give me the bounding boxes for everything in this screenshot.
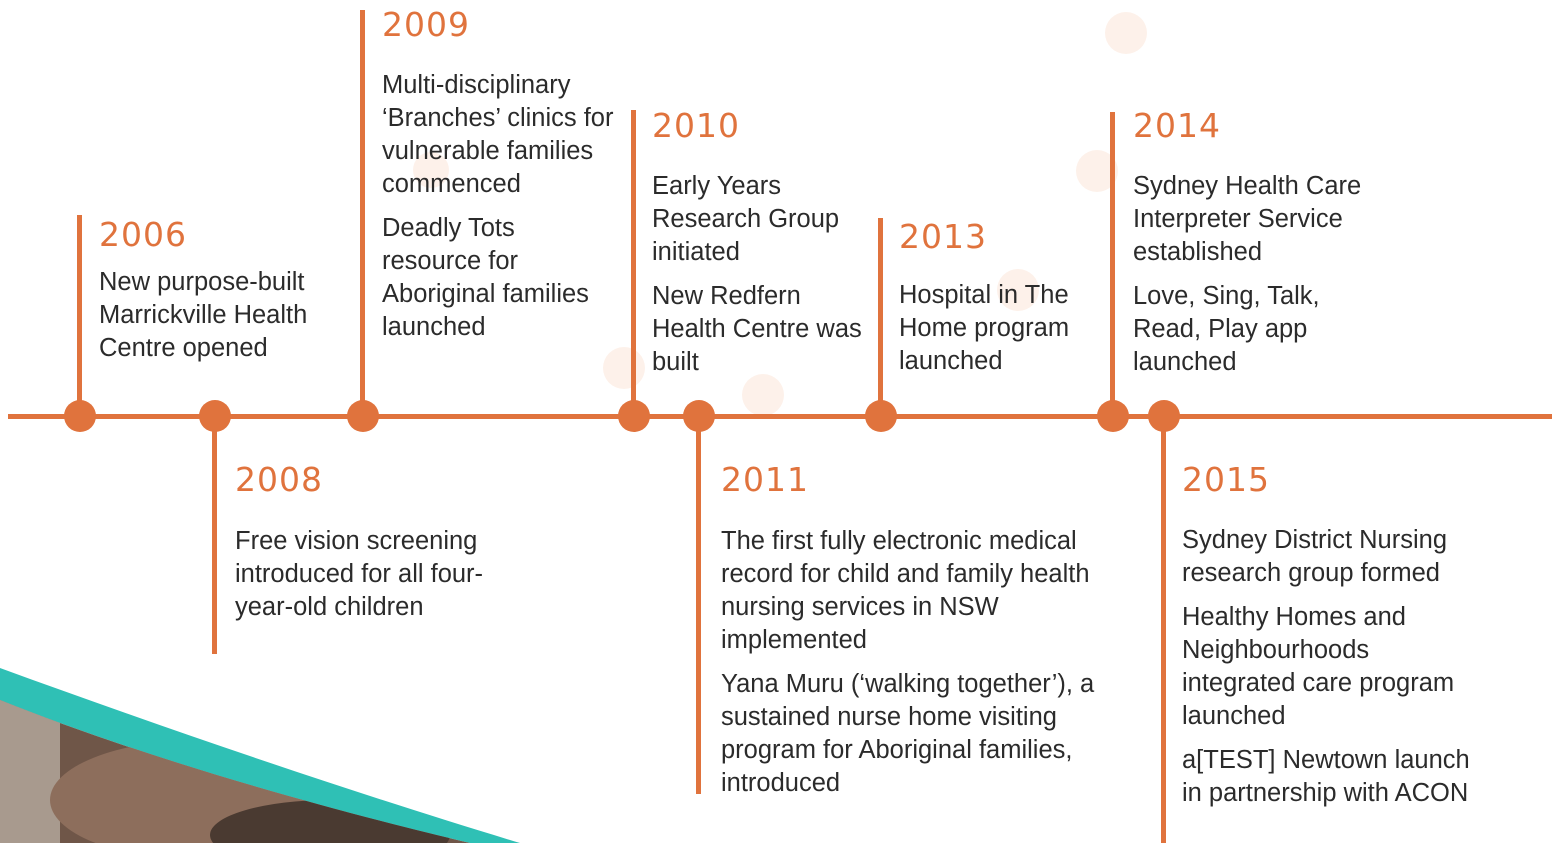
timeline-dot-2014 (1097, 400, 1129, 432)
event-text: Hospital in The Home program launched (899, 281, 1070, 375)
event-year: 2014 (1133, 106, 1221, 145)
event-year: 2015 (1182, 460, 1270, 499)
event-year: 2011 (721, 460, 809, 499)
event-2008: 2008 Free vision screening introduced fo… (235, 460, 505, 624)
stem-2013 (878, 218, 883, 415)
event-2014: 2014 Sydney Health Care Interpreter Serv… (1133, 106, 1393, 379)
timeline-dot-2015 (1148, 400, 1180, 432)
event-year: 2009 (382, 5, 470, 44)
event-text: Deadly Tots resource for Aboriginal fami… (382, 214, 589, 341)
event-2011: 2011 The first fully electronic medical … (721, 460, 1116, 800)
stem-2008 (212, 416, 217, 654)
timeline-axis (8, 414, 1552, 419)
stem-2009 (360, 10, 365, 415)
event-2006: 2006 New purpose-built Marrickville Heal… (99, 215, 359, 365)
event-text: Free vision screening introduced for all… (235, 527, 484, 621)
event-text: Yana Muru (‘walking together’), a sustai… (721, 670, 1095, 797)
stem-2014 (1110, 112, 1115, 415)
timeline-dot-2011 (683, 400, 715, 432)
stem-2006 (77, 215, 82, 415)
stem-2015 (1161, 416, 1166, 843)
event-text: Love, Sing, Talk, Read, Play app launche… (1133, 282, 1320, 376)
timeline-dot-2009 (347, 400, 379, 432)
event-text: The first fully electronic medical recor… (721, 527, 1090, 654)
event-text: New purpose-built Marrickville Health Ce… (99, 268, 308, 362)
stem-2010 (631, 110, 636, 415)
faint-circles (413, 12, 1147, 416)
event-text: Early Years Research Group initiated (652, 172, 840, 266)
event-text: Sydney District Nursing research group f… (1182, 526, 1447, 587)
timeline-dot-2010 (618, 400, 650, 432)
event-year: 2013 (899, 217, 987, 256)
event-2009: 2009 Multi-disciplinary ‘Branches’ clini… (382, 5, 617, 344)
timeline-dot-2008 (199, 400, 231, 432)
event-text: Multi-disciplinary ‘Branches’ clinics fo… (382, 71, 614, 198)
event-2013: 2013 Hospital in The Home program launch… (899, 217, 1104, 378)
event-year: 2010 (652, 106, 740, 145)
event-2010: 2010 Early Years Research Group initiate… (652, 106, 872, 379)
timeline-dot-2013 (865, 400, 897, 432)
event-year: 2008 (235, 460, 323, 499)
event-text: Healthy Homes and Neighbourhoods integra… (1182, 603, 1455, 730)
timeline-dot-2006 (64, 400, 96, 432)
stem-2011 (696, 416, 701, 794)
event-text: New Redfern Health Centre was built (652, 282, 862, 376)
event-text: a[TEST] Newtown launch in partnership wi… (1182, 746, 1470, 807)
event-2015: 2015 Sydney District Nursing research gr… (1182, 460, 1482, 810)
event-year: 2006 (99, 215, 187, 254)
event-text: Sydney Health Care Interpreter Service e… (1133, 172, 1362, 266)
